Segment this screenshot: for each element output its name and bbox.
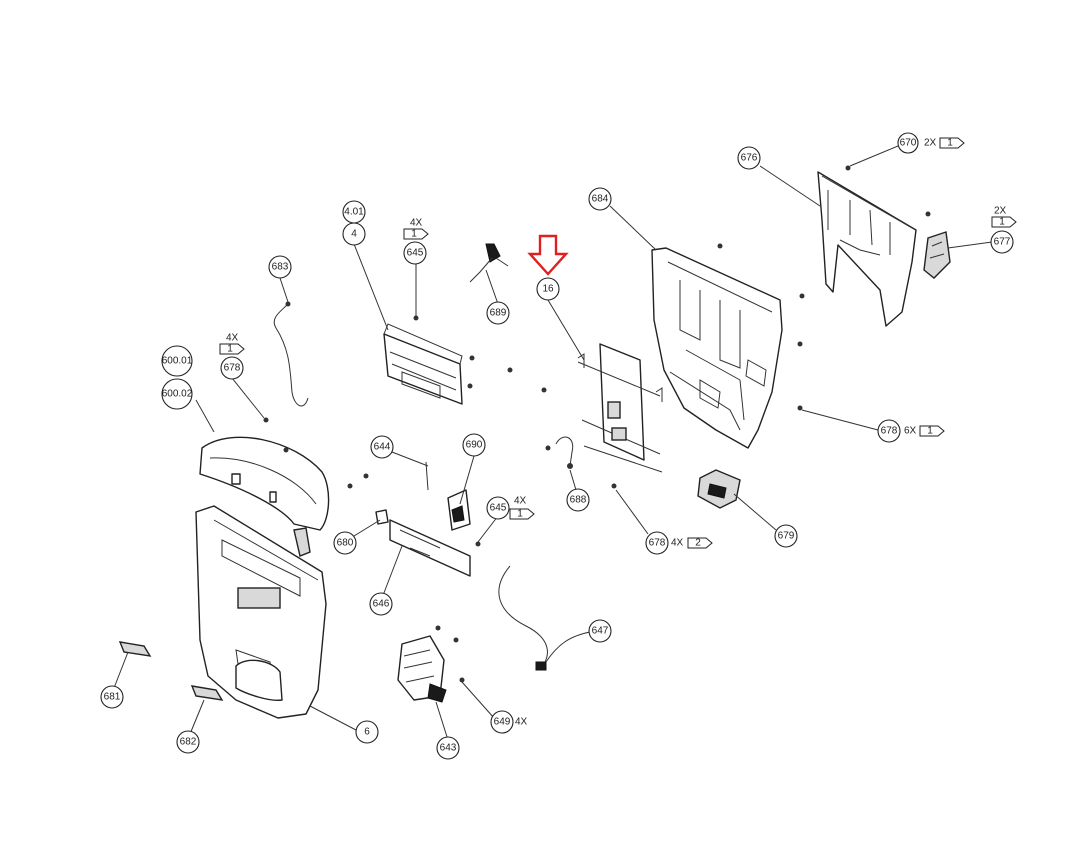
callout-670-label: 670 (900, 138, 917, 149)
callout-678b-qty: 6X (904, 426, 917, 437)
callout-644: 644 (370, 435, 394, 459)
callout-6-label: 6 (364, 727, 370, 738)
part-646-pcb (389, 519, 471, 577)
callout-689: 689 (486, 301, 510, 325)
callout-677-label: 677 (994, 237, 1011, 248)
callout-684: 684 (588, 187, 612, 211)
callout-649: 649 4X (490, 710, 528, 734)
callout-679-label: 679 (778, 531, 795, 542)
part-600-top-cap (199, 436, 330, 557)
callout-679: 679 (774, 524, 798, 548)
callout-678b-tag: 1 (927, 426, 933, 437)
callout-680: 680 (333, 531, 357, 555)
callout-682-label: 682 (180, 737, 197, 748)
callout-60001-label: 600.01 (162, 356, 193, 367)
callout-646-label: 646 (373, 599, 390, 610)
callout-645-label: 645 (407, 248, 424, 259)
part-688-cable (555, 436, 574, 469)
callout-645-tag: 1 (411, 229, 417, 240)
callout-680-label: 680 (337, 538, 354, 549)
callout-678c-label: 678 (649, 538, 666, 549)
part-684-console-shell (651, 247, 783, 449)
callout-647-label: 647 (592, 626, 609, 637)
callout-678-center: 678 4X 2 (645, 531, 713, 555)
part-644-cable (425, 461, 429, 491)
part-16-mounting-plate (577, 343, 663, 473)
callout-678a-tag: 1 (227, 344, 233, 355)
highlight-arrow (527, 234, 569, 276)
part-676-rear-cover (817, 171, 917, 327)
callout-677-qty: 2X (994, 206, 1007, 217)
callout-645b-qty: 4X (514, 496, 527, 507)
callout-670: 670 2X 1 (897, 132, 965, 154)
callout-678c-qty: 4X (671, 538, 684, 549)
callout-649-qty: 4X (515, 717, 528, 728)
callout-690-label: 690 (466, 440, 483, 451)
callout-670-qty: 2X (924, 138, 937, 149)
callout-645-qty: 4X (410, 218, 423, 229)
callout-676: 676 (737, 146, 761, 170)
callout-677: 2X 1 677 (990, 206, 1017, 254)
part-643-fan-motor (397, 635, 447, 703)
callout-681-label: 681 (104, 692, 121, 703)
callout-6: 6 (355, 720, 379, 744)
part-682-clip (190, 685, 224, 701)
screw-set (263, 165, 931, 683)
callout-60002-label: 600.02 (162, 389, 193, 400)
callout-678a-qty: 4X (226, 333, 239, 344)
callout-645b-label: 645 (490, 503, 507, 514)
callout-683-label: 683 (272, 262, 289, 273)
callout-678c-tag: 2 (695, 538, 701, 549)
callout-643-label: 643 (440, 743, 457, 754)
callout-678-left: 4X 1 678 (219, 333, 245, 380)
callout-644-label: 644 (374, 442, 391, 453)
callout-682: 682 (176, 730, 200, 754)
callout-649-label: 649 (494, 717, 511, 728)
callout-645-top: 4X 1 645 (403, 218, 429, 265)
callout-678b-label: 678 (881, 426, 898, 437)
callout-677-tag: 1 (999, 217, 1005, 228)
part-683-cable (273, 301, 309, 407)
callout-678a-label: 678 (224, 363, 241, 374)
callout-4: 4.01 4 (342, 200, 366, 246)
part-681-clip (118, 641, 152, 657)
callout-4-label: 4 (351, 229, 357, 240)
callout-401-label: 4.01 (344, 207, 364, 218)
part-677-bracket (923, 231, 951, 279)
callout-681: 681 (100, 685, 124, 709)
callout-683: 683 (268, 255, 292, 279)
callout-645b-tag: 1 (517, 509, 523, 520)
callout-688: 688 (566, 488, 590, 512)
part-679-module (697, 469, 741, 509)
part-4-board-bracket (383, 323, 463, 405)
part-647-ribbon-cable (498, 565, 548, 671)
part-6-front-housing (195, 505, 327, 719)
callout-684-label: 684 (592, 194, 609, 205)
part-690-board (447, 489, 471, 531)
callout-647: 647 (588, 619, 612, 643)
leader-lines (113, 145, 993, 741)
callout-688-label: 688 (570, 495, 587, 506)
callout-646: 646 (369, 592, 393, 616)
callout-16-label: 16 (542, 284, 554, 295)
callout-678-right: 678 6X 1 (877, 419, 945, 443)
part-689-harness (469, 243, 509, 283)
callout-600: 600.01 600.02 (161, 345, 193, 410)
callout-16: 16 (536, 277, 560, 301)
callout-645-mid: 645 4X 1 (486, 496, 535, 520)
callout-676-label: 676 (741, 153, 758, 164)
callout-670-tag: 1 (947, 138, 953, 149)
callout-643: 643 (436, 736, 460, 760)
callout-689-label: 689 (490, 308, 507, 319)
callout-690: 690 (462, 433, 486, 457)
